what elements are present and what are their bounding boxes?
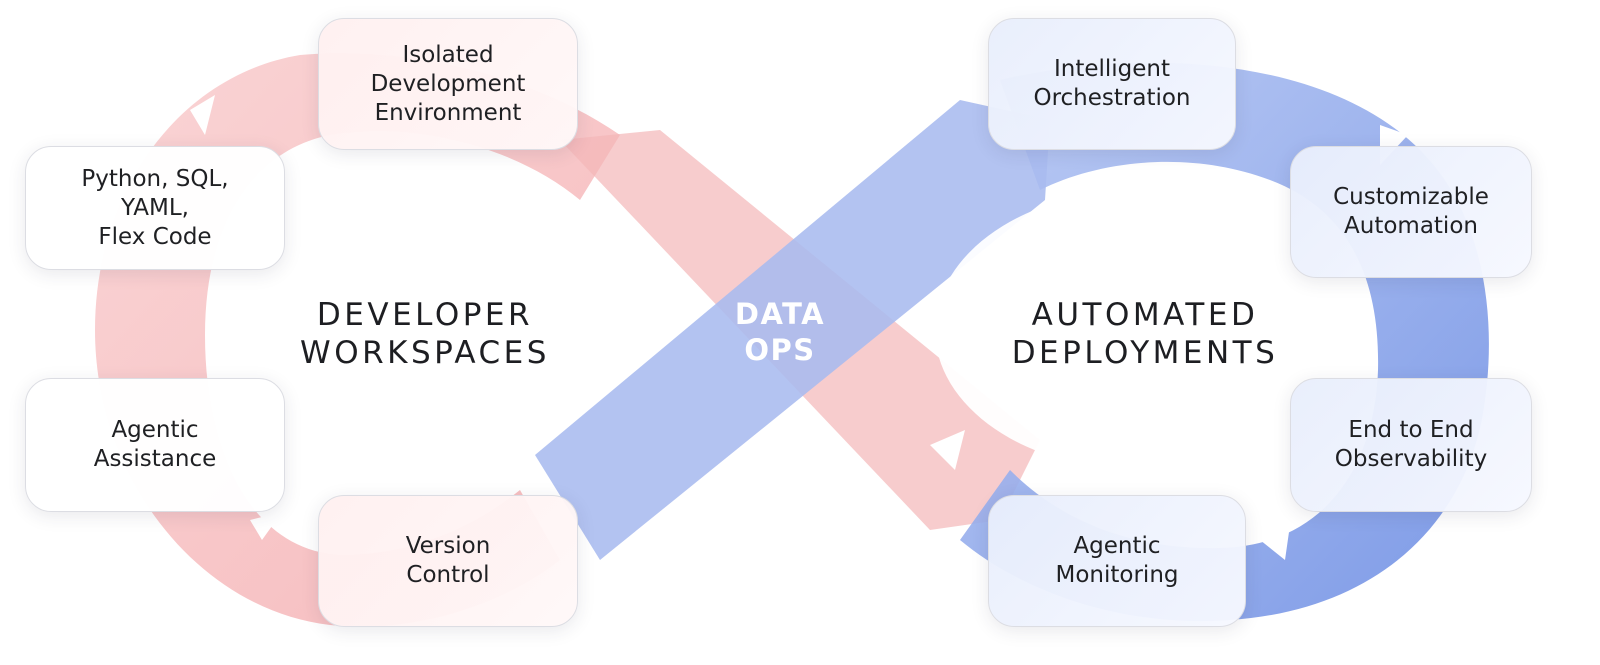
node-customizable-automation: Customizable Automation: [1290, 146, 1532, 278]
node-end-to-end-observability: End to End Observability: [1290, 378, 1532, 512]
node-version-control: Version Control: [318, 495, 578, 627]
node-agentic-monitoring: Agentic Monitoring: [988, 495, 1246, 627]
crossing-band-blue: [535, 100, 1050, 560]
right-hub-circle: [935, 190, 1345, 470]
right-loop-arrow-lower: [1260, 525, 1290, 560]
node-intelligent-orchestration: Intelligent Orchestration: [988, 18, 1236, 150]
node-agentic-assistance: Agentic Assistance: [25, 378, 285, 512]
left-hub-label: DEVELOPER WORKSPACES: [300, 297, 550, 371]
right-loop-arrow-bottom: [930, 430, 965, 470]
node-python-sql-yaml-flex-code: Python, SQL, YAML, Flex Code: [25, 146, 285, 270]
center-label: DATA OPS: [734, 297, 826, 367]
right-hub-label: AUTOMATED DEPLOYMENTS: [1011, 297, 1279, 371]
left-loop-arrow-bottom: [250, 512, 282, 540]
node-isolated-development-environment: Isolated Development Environment: [318, 18, 578, 150]
left-loop-arrow-top: [190, 95, 215, 135]
left-hub-circle: [220, 195, 620, 465]
